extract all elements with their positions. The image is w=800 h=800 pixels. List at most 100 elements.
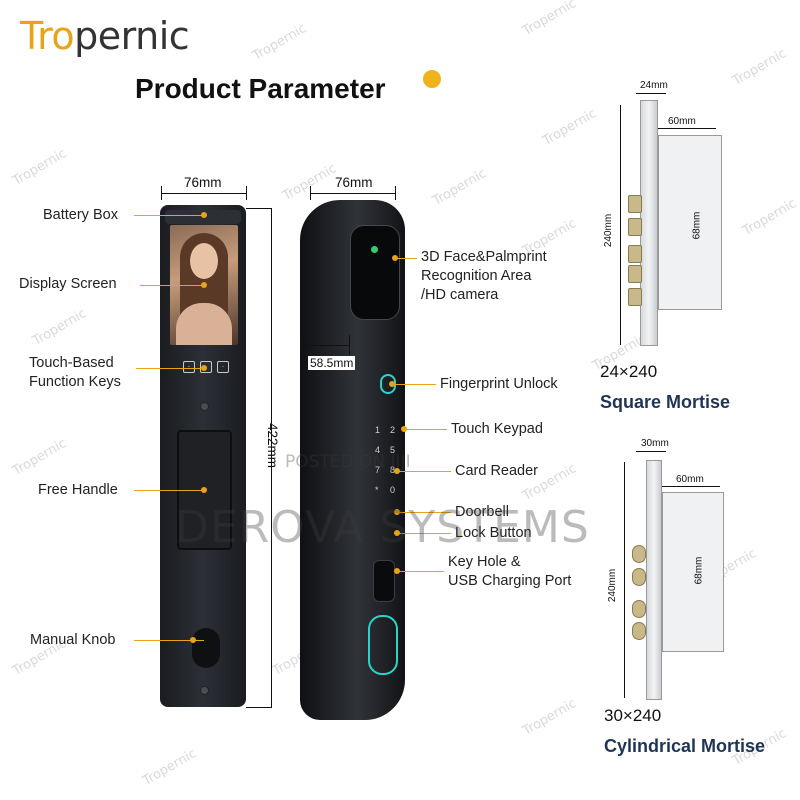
- latch-bolt: [628, 265, 642, 283]
- mortise-cyl-height: 240mm: [607, 568, 619, 603]
- keypad-key: 1: [375, 425, 381, 435]
- mortise-cyl-faceplate: [646, 460, 662, 700]
- mortise-square-center: 68mm: [691, 211, 703, 240]
- overlay-posted: POSTED ON JIJI: [285, 452, 411, 472]
- watermark: Tropernic: [430, 166, 490, 209]
- latch-bolt: [628, 218, 642, 236]
- dim-height: 422mm: [265, 422, 281, 469]
- mortise-square-height: 240mm: [603, 213, 615, 248]
- dim-line: [349, 335, 350, 355]
- mortise-cyl-body-width: 60mm: [676, 474, 704, 485]
- label-touch-keys-1: Touch-Based: [29, 355, 114, 371]
- mortise-square-case: [658, 135, 722, 310]
- function-key: ·: [217, 361, 229, 373]
- brand-logo: Tropernic: [20, 14, 190, 58]
- leader-dot: [389, 381, 395, 387]
- title-accent-dot: [423, 70, 441, 88]
- dim-line: [620, 105, 621, 345]
- dim-side-width: 76mm: [335, 175, 373, 190]
- keypad-key: 4: [375, 445, 381, 455]
- label-touch-keypad: Touch Keypad: [451, 421, 543, 437]
- mortise-square-faceplate: [640, 100, 658, 346]
- leader-dot: [201, 365, 207, 371]
- watermark: Tropernic: [540, 106, 600, 149]
- label-display-screen: Display Screen: [19, 276, 117, 292]
- dim-line: [161, 186, 162, 200]
- watermark: Tropernic: [10, 146, 70, 189]
- dim-line: [624, 462, 625, 698]
- dim-depth: 58.5mm: [308, 356, 356, 370]
- leader-line: [395, 258, 417, 259]
- page-title: Product Parameter: [135, 73, 386, 104]
- leader-dot: [394, 468, 400, 474]
- leader-line: [134, 215, 204, 216]
- brand-logo-part1: Tro: [20, 14, 75, 58]
- keypad-key: 0: [390, 485, 396, 495]
- latch-bolt: [628, 245, 642, 263]
- mortise-cyl-size: 30×240: [604, 706, 662, 725]
- mortise-square-body-width: 60mm: [668, 116, 696, 127]
- watermark: Tropernic: [250, 21, 310, 64]
- latch-bolt: [632, 600, 646, 618]
- manual-knob: [192, 628, 220, 668]
- leader-dot: [190, 637, 196, 643]
- watermark: Tropernic: [520, 696, 580, 739]
- handle-light: [368, 615, 398, 675]
- label-free-handle: Free Handle: [38, 482, 118, 498]
- leader-dot: [394, 509, 400, 515]
- leader-line: [140, 285, 204, 286]
- leader-dot: [394, 530, 400, 536]
- dim-line: [246, 186, 247, 200]
- watermark: Tropernic: [740, 196, 800, 239]
- mortise-square-size: 24×240: [600, 362, 658, 381]
- mortise-square-name: Square Mortise: [600, 392, 731, 412]
- dim-line: [636, 93, 666, 94]
- dim-line: [660, 486, 720, 487]
- leader-dot: [401, 426, 407, 432]
- dim-line: [161, 193, 247, 194]
- leader-line: [134, 490, 204, 491]
- mortise-cyl-center: 68mm: [693, 556, 705, 585]
- mortise-cyl-case: [662, 492, 724, 652]
- watermark: Tropernic: [10, 436, 70, 479]
- dim-line: [636, 451, 666, 452]
- screw: [200, 686, 209, 695]
- keypad-key: 2: [390, 425, 396, 435]
- portrait-face: [190, 243, 218, 279]
- dim-line: [310, 193, 396, 194]
- label-touch-keys-2: Function Keys: [29, 374, 121, 390]
- overlay-company: DEROVA SYSTEMS: [175, 502, 590, 553]
- latch-bolt: [632, 622, 646, 640]
- watermark: Tropernic: [730, 46, 790, 89]
- dim-line: [656, 128, 716, 129]
- label-card-reader: Card Reader: [455, 463, 539, 479]
- label-manual-knob: Manual Knob: [30, 632, 116, 648]
- leader-dot: [201, 212, 207, 218]
- keypad-key: 7: [375, 465, 381, 475]
- leader-dot: [201, 282, 207, 288]
- label-doorbell: Doorbell: [455, 504, 509, 520]
- leader-dot: [392, 255, 398, 261]
- dim-line: [310, 186, 311, 200]
- dim-line: [246, 208, 272, 209]
- latch-bolt: [632, 545, 646, 563]
- label-fingerprint: Fingerprint Unlock: [440, 376, 558, 392]
- label-face-recognition-3: /HD camera: [421, 287, 499, 303]
- leader-line: [397, 571, 444, 572]
- leader-line: [392, 384, 436, 385]
- leader-line: [397, 533, 451, 534]
- leader-dot: [201, 487, 207, 493]
- dim-front-width: 76mm: [184, 175, 222, 190]
- keypad-key: *: [375, 485, 379, 495]
- mortise-cyl-name: Cylindrical Mortise: [604, 736, 766, 756]
- portrait-shoulders: [176, 303, 232, 345]
- label-face-recognition-1: 3D Face&Palmprint: [421, 249, 547, 265]
- leader-line: [134, 640, 204, 641]
- latch-bolt: [628, 288, 642, 306]
- leader-line: [136, 368, 204, 369]
- label-battery-box: Battery Box: [43, 207, 118, 223]
- keypad-key: 8: [390, 465, 396, 475]
- mortise-square-top-width: 24mm: [640, 80, 668, 91]
- label-key-hole-2: USB Charging Port: [448, 573, 572, 589]
- watermark: Tropernic: [140, 746, 200, 789]
